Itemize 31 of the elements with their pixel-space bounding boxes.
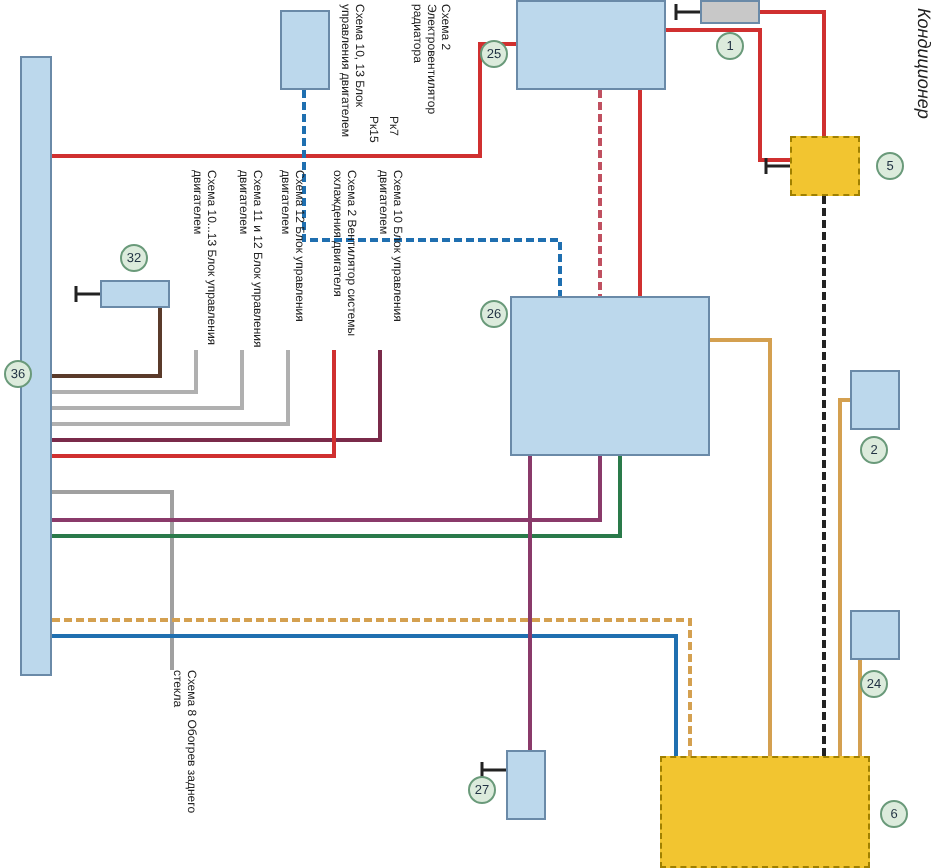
wire bbox=[52, 456, 622, 538]
component-block bbox=[850, 610, 900, 660]
wire bbox=[52, 42, 516, 158]
wire bbox=[858, 660, 862, 756]
wire bbox=[52, 350, 244, 410]
wire bbox=[52, 350, 290, 426]
wire bbox=[666, 28, 790, 162]
wire bbox=[838, 398, 850, 756]
fuse-block bbox=[790, 136, 860, 196]
wire bbox=[710, 338, 772, 756]
wire bbox=[52, 350, 382, 442]
wire bbox=[52, 350, 198, 394]
component-block bbox=[850, 370, 900, 430]
wire bbox=[760, 10, 826, 136]
wire bbox=[52, 490, 174, 670]
wire bbox=[528, 456, 532, 750]
wire bbox=[52, 350, 336, 458]
component-block bbox=[516, 0, 666, 90]
battery-box bbox=[700, 0, 760, 24]
component-block bbox=[280, 10, 330, 90]
wire bbox=[598, 90, 602, 296]
component-block bbox=[510, 296, 710, 456]
fuse-block bbox=[660, 756, 870, 868]
wire bbox=[52, 308, 162, 378]
wire bbox=[638, 90, 642, 296]
wire bbox=[302, 90, 562, 296]
component-block bbox=[506, 750, 546, 820]
wire bbox=[822, 196, 826, 756]
wire bbox=[52, 456, 602, 522]
diagram-title: Кондиционер bbox=[916, 8, 930, 119]
component-block bbox=[100, 280, 170, 308]
